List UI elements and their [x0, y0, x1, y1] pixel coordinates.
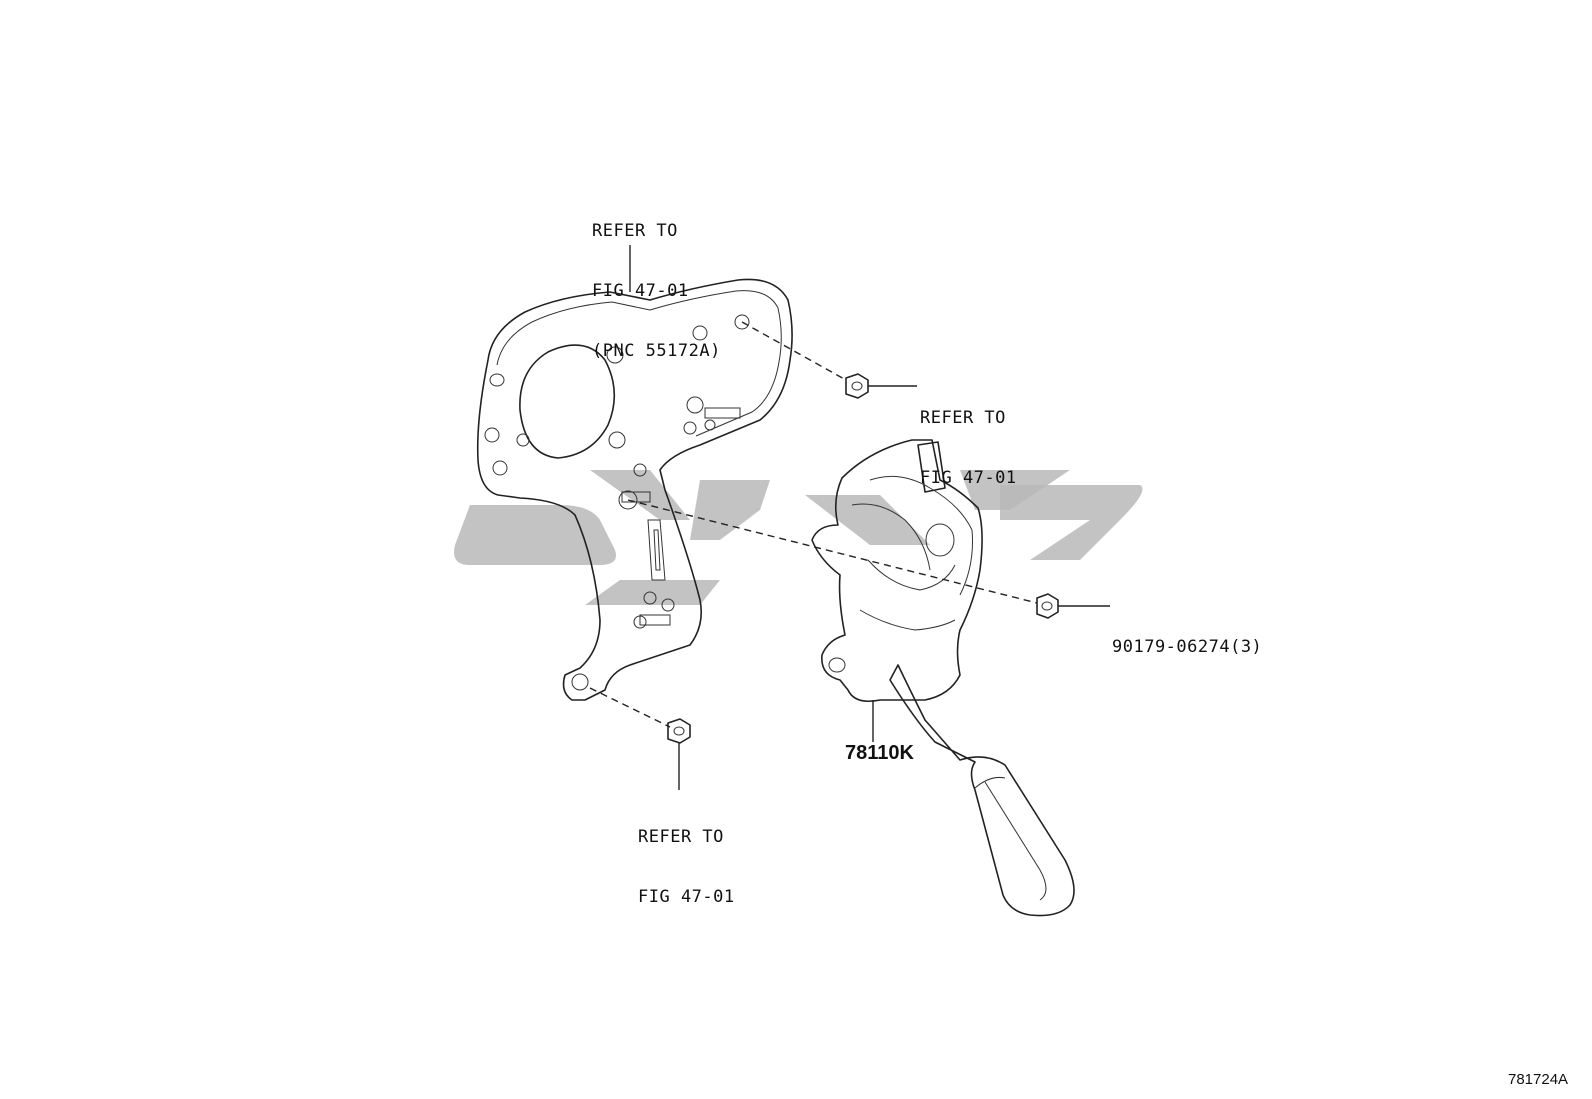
upper-flange-nut	[845, 373, 869, 399]
flange-nut	[1036, 593, 1059, 619]
pedal-part-number-label: 78110K	[845, 742, 914, 764]
assembly-line-upper	[741, 321, 847, 381]
lower-nut-reference-label: REFER TO FIG 47-01	[638, 827, 735, 907]
lower-flange-nut	[667, 718, 691, 744]
pedal-bracket	[476, 278, 793, 701]
bracket-reference-label: REFER TO FIG 47-01 (PNC 55172A)	[592, 221, 721, 361]
assembly-line-lower	[589, 687, 671, 728]
figure-id-label: 781724A	[1508, 1071, 1569, 1088]
watermark-logo	[454, 470, 1143, 605]
accelerator-pedal-assembly	[811, 439, 1075, 917]
upper-nut-reference-label: REFER TO FIG 47-01	[920, 408, 1017, 488]
assembly-line-middle	[627, 499, 1038, 604]
nut-part-number-label: 90179-06274(3)	[1112, 637, 1263, 657]
